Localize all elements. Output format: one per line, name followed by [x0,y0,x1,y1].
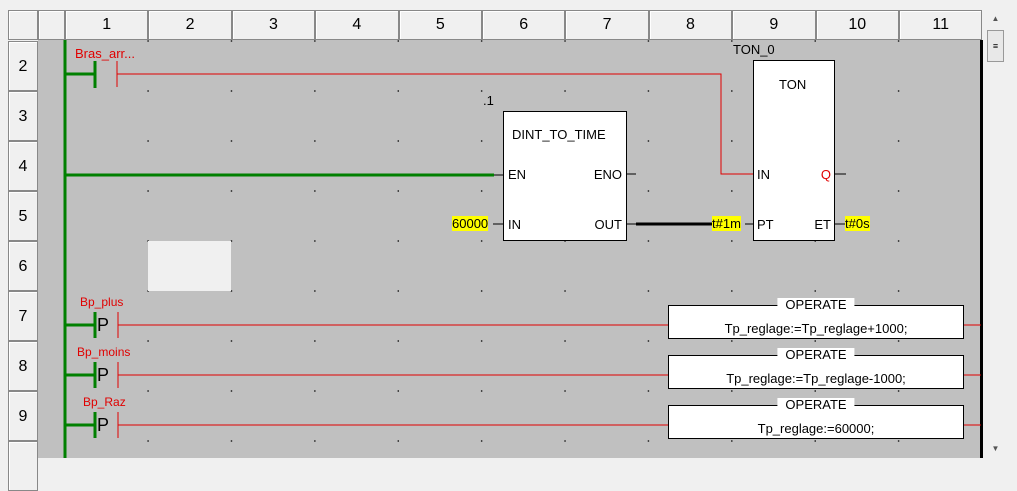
dint-to-time-block[interactable]: DINT_TO_TIME EN ENO IN OUT [503,111,627,241]
pin-in: IN [508,217,521,232]
contact-label-bras: Bras_arr... [75,46,135,61]
operate-title: OPERATE [777,298,855,312]
pin-en: EN [508,167,527,182]
empty-cell-selection[interactable] [148,241,231,291]
pin-in: IN [757,167,770,182]
pt-value[interactable]: t#1m [712,216,741,231]
operate-expression: Tp_reglage:=60000; [757,421,875,436]
scroll-down-arrow-icon[interactable]: ▼ [991,444,1000,453]
row-header-2[interactable]: 2 [8,41,38,91]
row-header-6[interactable]: 6 [8,241,38,291]
column-header-1[interactable]: 1 [65,10,149,40]
column-header-7[interactable]: 7 [565,10,649,40]
rung2-wire [117,73,753,175]
operate-expression: Tp_reglage:=Tp_reglage-1000; [726,371,906,386]
contact-label: Bp_plus [80,295,124,309]
column-header-6[interactable]: 6 [482,10,566,40]
block-type: TON [779,77,807,92]
contact-label: Bp_moins [77,345,131,359]
contact-label: Bp_Raz [83,395,126,409]
et-value[interactable]: t#0s [845,216,870,231]
dint-instance: .1 [483,93,494,108]
in-value[interactable]: 60000 [452,216,489,231]
operate-title: OPERATE [777,398,855,412]
pin-pt: PT [757,217,774,232]
row-header-8[interactable]: 8 [8,341,38,391]
column-header-blank [38,10,65,40]
column-header-3[interactable]: 3 [231,10,316,40]
corner-header [8,10,38,40]
scrollbar-thumb[interactable]: ≡ [987,30,1004,62]
column-header-10[interactable]: 10 [815,10,899,40]
row-header-4[interactable]: 4 [8,141,38,191]
operate-block[interactable]: OPERATE Tp_reglage:=Tp_reglage+1000; [668,298,964,339]
block-type: DINT_TO_TIME [512,127,606,142]
pin-out: OUT [594,217,622,232]
row-header-3[interactable]: 3 [8,91,38,141]
grid-right-border [980,40,983,458]
column-header-9[interactable]: 9 [732,10,816,40]
operate-block[interactable]: OPERATE Tp_reglage:=Tp_reglage-1000; [668,348,964,389]
pin-eno: ENO [593,167,622,182]
row-header-7[interactable]: 7 [8,291,38,341]
operate-expression: Tp_reglage:=Tp_reglage+1000; [724,321,908,336]
operate-title: OPERATE [777,348,855,362]
column-header-11[interactable]: 11 [899,10,983,40]
column-header-2[interactable]: 2 [148,10,232,40]
ton-block[interactable]: TON IN Q PT ET [753,60,835,241]
ladder-wires [63,40,981,458]
scroll-up-arrow-icon[interactable]: ▲ [991,14,1000,23]
column-header-5[interactable]: 5 [398,10,482,40]
column-header-4[interactable]: 4 [315,10,399,40]
contact-type-p[interactable]: P [97,415,110,435]
row-header-5[interactable]: 5 [8,191,38,241]
contact-type-p[interactable]: P [97,365,110,385]
contact-type-p[interactable]: P [97,315,110,335]
column-header-8[interactable]: 8 [648,10,733,40]
ton-instance: TON_0 [733,42,775,57]
pin-q: Q [820,167,831,182]
pin-et: ET [814,217,831,232]
operate-block[interactable]: OPERATE Tp_reglage:=60000; [668,398,964,439]
row-header-9[interactable]: 9 [8,391,38,441]
vertical-scrollbar[interactable]: ▲ ≡ ▼ [986,10,1005,458]
